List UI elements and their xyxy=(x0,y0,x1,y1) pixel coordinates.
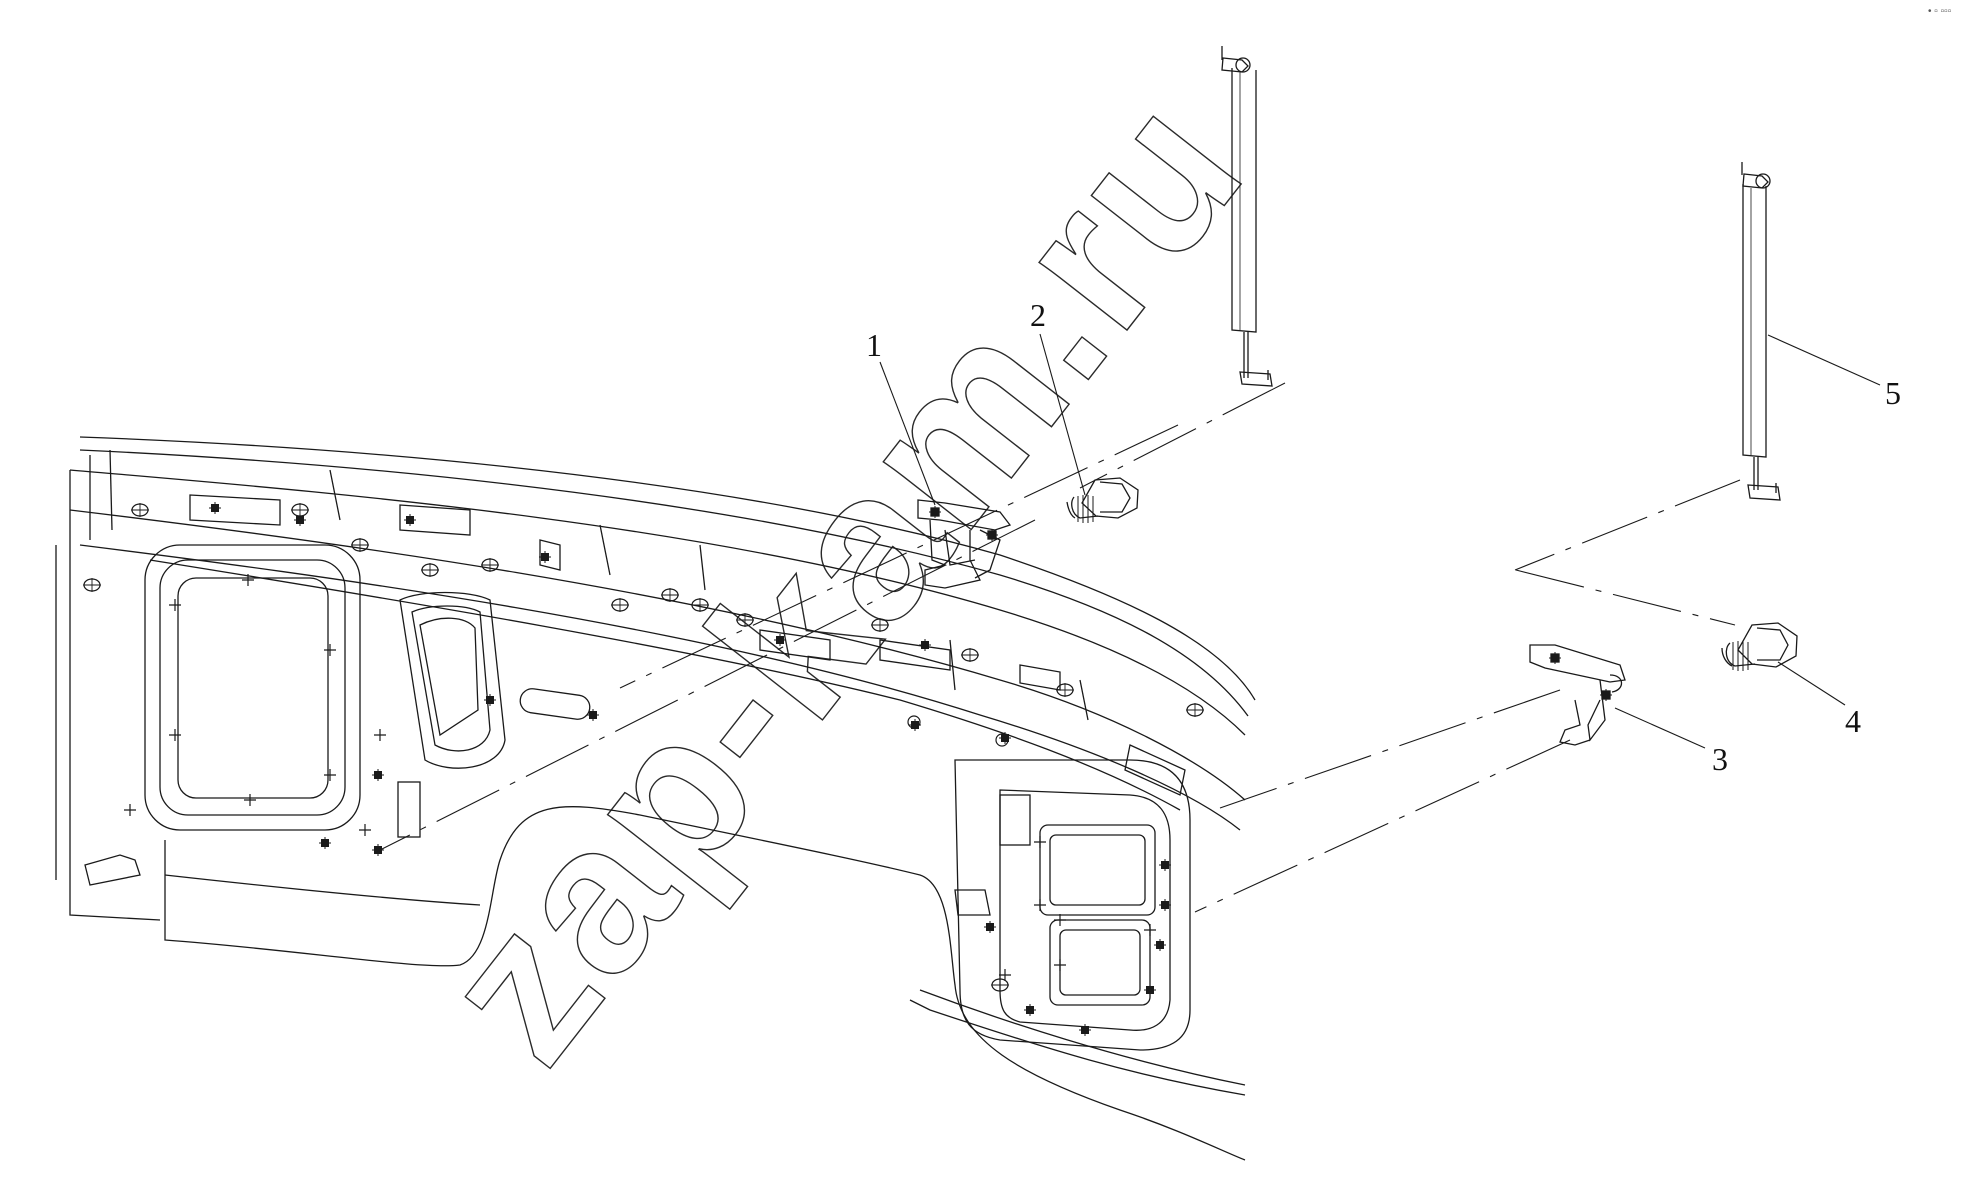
callout-4: 4 xyxy=(1845,703,1861,739)
leader-4 xyxy=(1777,661,1846,706)
callout-2: 2 xyxy=(1030,297,1046,333)
callout-1: 1 xyxy=(866,327,882,363)
callout-3: 3 xyxy=(1712,741,1728,777)
leader-3 xyxy=(1614,707,1706,749)
leader-5 xyxy=(1767,334,1881,386)
panel-fasteners xyxy=(82,501,1205,1037)
leader-1 xyxy=(879,361,936,506)
assembly-lines xyxy=(379,382,1741,913)
part-1-hinge-bracket-left xyxy=(917,499,1012,589)
callout-5: 5 xyxy=(1885,375,1901,411)
part-4-ball-stud-right xyxy=(1721,622,1798,671)
part-5-gas-strut-right xyxy=(1741,162,1781,501)
leader-2 xyxy=(1039,333,1086,496)
gas-strut-left xyxy=(1221,46,1273,387)
leader-lines xyxy=(879,333,1881,749)
watermark-text: zap-kam.ru xyxy=(395,53,1287,1103)
part-2-ball-stud-left xyxy=(1066,477,1139,523)
watermark: zap-kam.ru xyxy=(395,52,1289,1103)
callout-labels: 1 2 3 4 5 xyxy=(866,297,1901,777)
part-3-hinge-bracket-right xyxy=(1529,644,1626,746)
corner-mark: • ▫ ▫▫▫ xyxy=(1928,6,1951,17)
rear-panel xyxy=(55,436,1256,1161)
